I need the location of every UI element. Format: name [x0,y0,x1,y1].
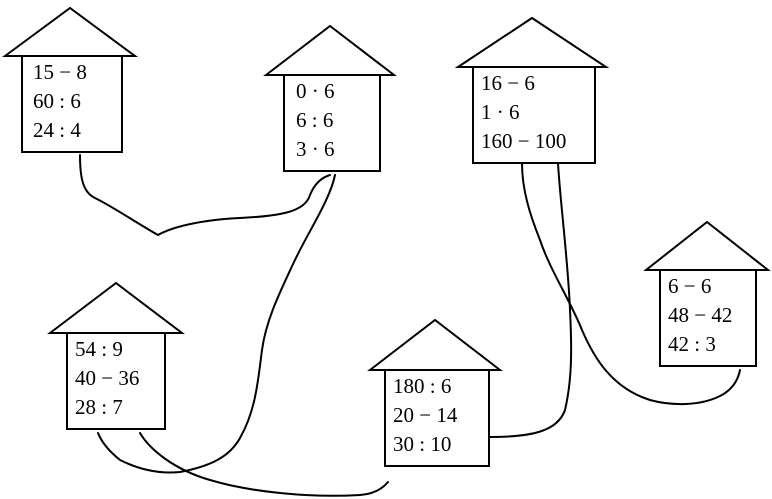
connecting-paths [79,154,741,497]
house-roof [1,6,139,57]
house-roof [643,220,771,271]
expression-line: 1 · 6 [481,100,520,124]
path-house2-to-house5 [97,174,336,474]
path-house3-to-house6 [489,162,573,438]
house-1: 15 − 8 60 : 6 24 : 4 [1,6,139,153]
path-house5-to-house6 [139,432,389,497]
expression-line: 60 : 6 [33,89,81,113]
expression-line: 3 · 6 [296,137,335,161]
expression-line: 48 − 42 [668,303,732,327]
expression-line: 30 : 10 [393,432,451,456]
house-roof [263,24,397,76]
expression-line: 180 : 6 [393,374,451,398]
expression-line: 160 − 100 [481,129,566,153]
expression-line: 15 − 8 [33,60,87,84]
house-roof [454,16,610,68]
house-5: 54 : 9 40 − 36 28 : 7 [47,281,185,430]
expression-line: 24 : 4 [33,118,81,142]
house-roof [367,318,503,371]
house-wall [659,269,757,367]
house-2: 0 · 6 6 : 6 3 · 6 [263,24,397,172]
expression-line: 6 − 6 [668,274,711,298]
expression-line: 28 : 7 [75,395,123,419]
house-roof [47,281,185,334]
house-wall [283,74,381,172]
path-house1-to-house2 [79,154,331,236]
path-house3-to-house4 [521,162,741,406]
house-wall [472,66,596,164]
house-4: 6 − 6 48 − 42 42 : 3 [643,220,771,367]
house-wall [21,55,123,153]
expression-line: 54 : 9 [75,337,123,361]
expression-line: 0 · 6 [296,79,335,103]
expression-line: 6 : 6 [296,108,333,132]
house-wall [384,369,490,467]
house-6: 180 : 6 20 − 14 30 : 10 [367,318,503,467]
expression-line: 16 − 6 [481,71,535,95]
house-3: 16 − 6 1 · 6 160 − 100 [454,16,610,164]
expression-line: 40 − 36 [75,366,139,390]
expression-line: 42 : 3 [668,332,716,356]
house-wall [66,332,166,430]
expression-line: 20 − 14 [393,403,458,427]
